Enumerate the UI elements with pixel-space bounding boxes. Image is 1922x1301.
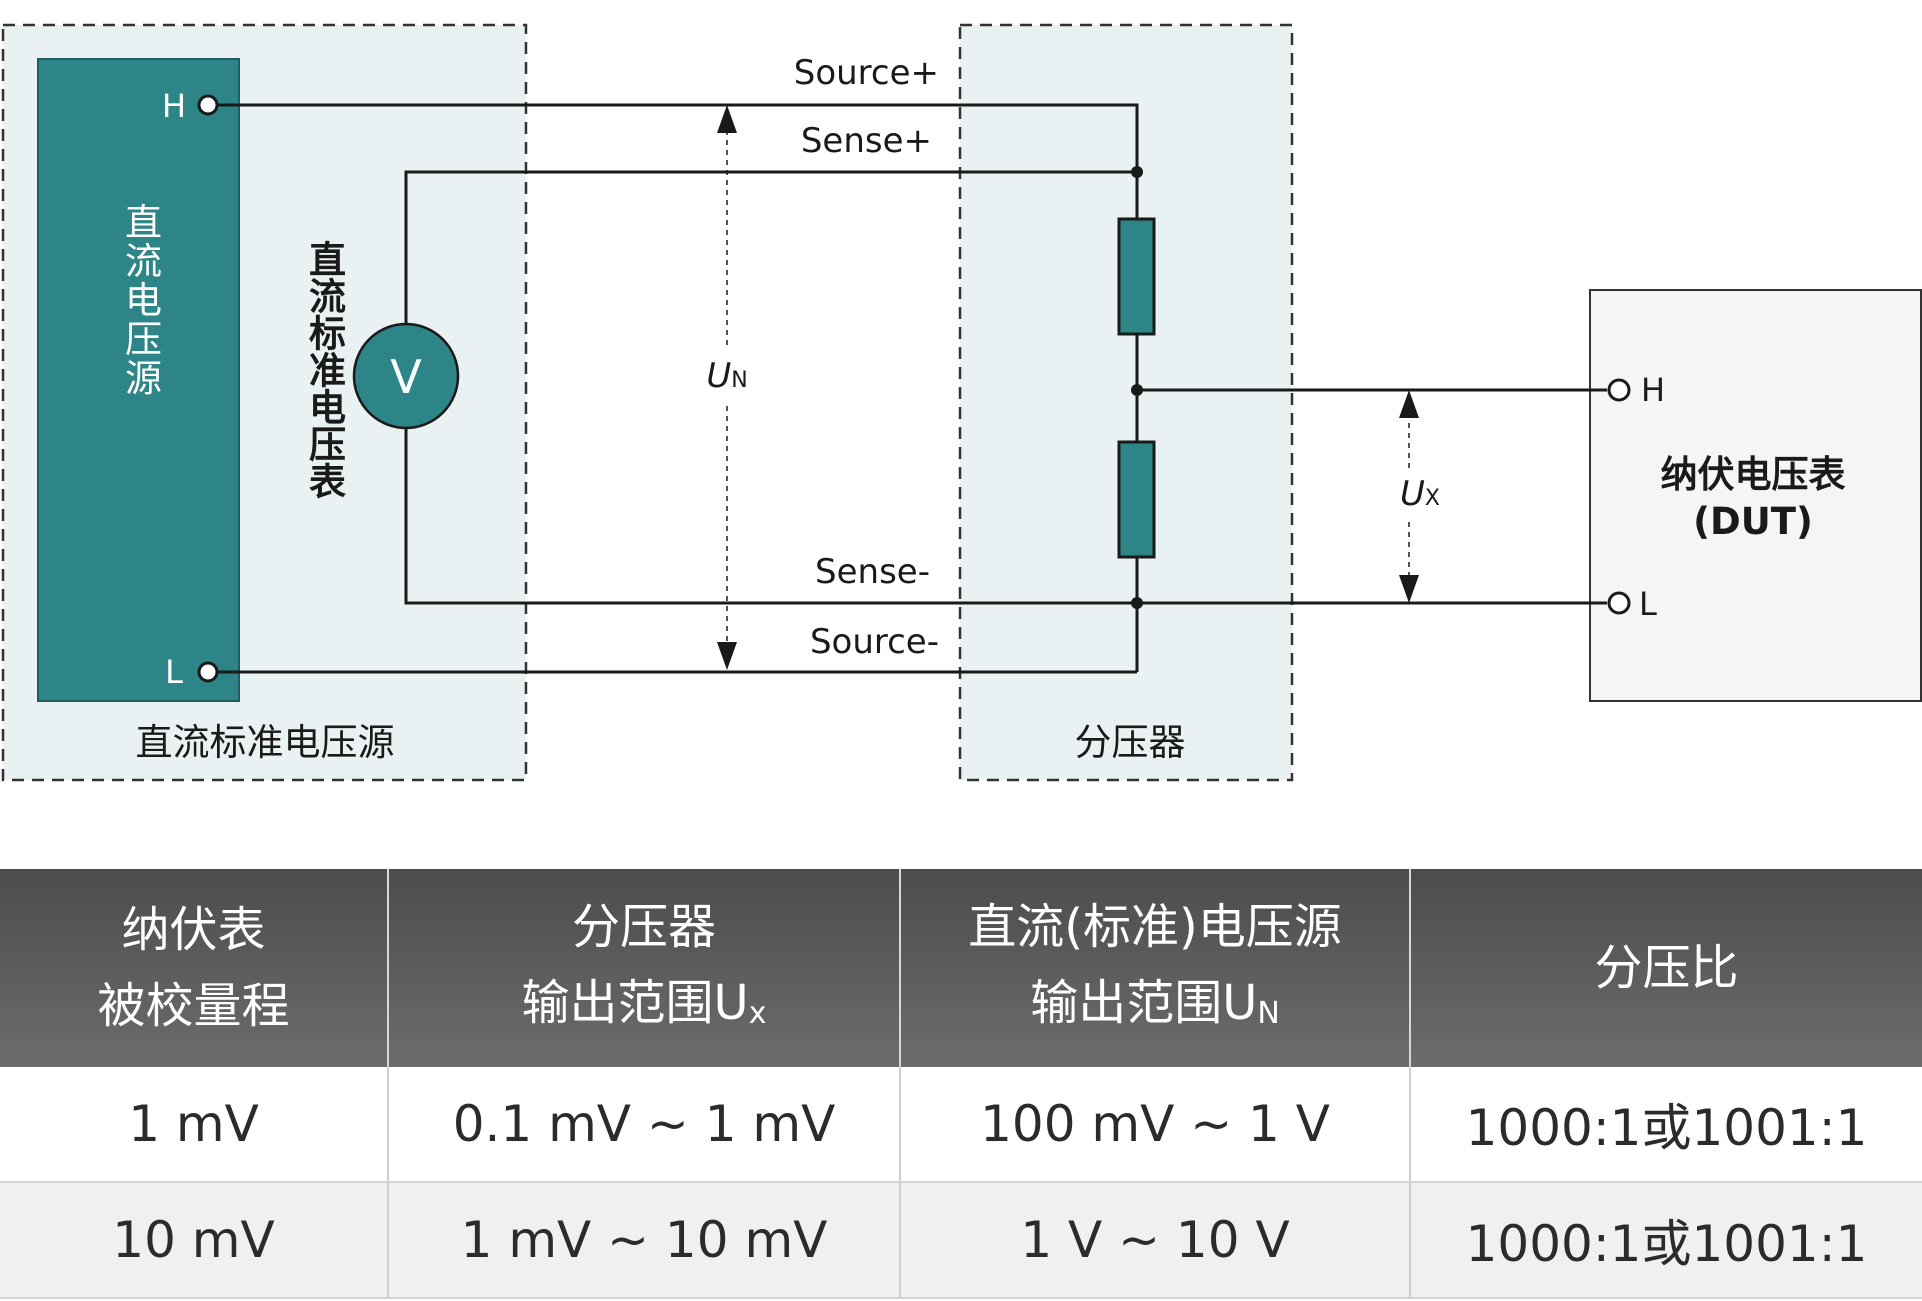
resistor-lower [1117,440,1156,559]
table-row: 1 mV 0.1 mV ~ 1 mV 100 mV ~ 1 V 1000:1或1… [0,1067,1922,1183]
source-terminal-h [197,94,219,116]
dut-title-line1: 纳伏电压表 [1661,453,1846,496]
dut-terminal-h [1607,378,1631,402]
table-cell: 1000:1或1001:1 [1410,1182,1922,1299]
table-cell: 10 mV [0,1182,389,1299]
sense-plus-wire [404,170,1137,346]
circuit-diagram: 直流电压源 H L 直流标准电压源 分压器 纳伏电压表 (DUT) H L V … [1,23,1922,782]
resistor-upper [1117,217,1156,336]
table-cell: 1 V ~ 10 V [900,1182,1411,1299]
dut-terminal-h-label: H [1641,371,1665,409]
header-source-output: 直流(标准)电压源 输出范围UN [900,869,1411,1067]
wires [208,103,1607,674]
sense-minus-wire [404,426,1607,605]
header-divider-output: 分压器 输出范围Ux [388,869,901,1067]
source-terminal-l-label: L [165,653,183,691]
source-box-title: 直流标准电压源 [136,721,395,764]
dut-title-line2: (DUT) [1693,500,1813,543]
voltmeter-circle [352,322,460,430]
range-table: 纳伏表 被校量程 分压器 输出范围Ux 直流(标准)电压源 输出范围UN 分压比… [0,869,1922,1299]
dc-voltage-source-block [37,58,240,702]
voltmeter-label: 直流标准电压表 [303,240,347,499]
source-terminal-h-label: H [162,87,186,125]
source-terminal-l [197,661,219,683]
divider-box-title: 分压器 [1075,721,1186,764]
dut-terminal-l [1607,591,1631,615]
table-cell: 0.1 mV ~ 1 mV [388,1067,901,1183]
header-nanovoltmeter-range: 纳伏表 被校量程 [0,869,389,1067]
junction-dot [1131,384,1143,396]
table-row: 10 mV 1 mV ~ 10 mV 1 V ~ 10 V 1000:1或100… [0,1182,1922,1299]
source-minus-label: Source- [810,622,939,662]
un-arrow [717,105,737,670]
ux-arrow [1399,390,1419,603]
voltmeter-symbol: V [390,350,422,404]
table-cell: 100 mV ~ 1 V [900,1067,1411,1183]
sense-plus-label: Sense+ [801,121,932,161]
source-plus-label: Source+ [794,53,939,93]
sense-minus-label: Sense- [815,552,930,592]
table-cell: 1000:1或1001:1 [1410,1067,1922,1183]
junction-dot [1131,597,1143,609]
header-division-ratio: 分压比 [1410,869,1922,1067]
ux-label: UX [1400,474,1440,514]
table-header-row: 纳伏表 被校量程 分压器 输出范围Ux 直流(标准)电压源 输出范围UN 分压比 [0,869,1922,1067]
table-cell: 1 mV ~ 10 mV [388,1182,901,1299]
divider-box [958,23,1294,782]
table-cell: 1 mV [0,1067,389,1183]
dut-terminal-l-label: L [1639,585,1657,623]
junction-dot [1131,166,1143,178]
dut-box [1589,289,1922,702]
source-plus-wire [208,103,1139,172]
dc-voltage-source-label: 直流电压源 [119,203,162,398]
un-label: UN [706,356,747,396]
